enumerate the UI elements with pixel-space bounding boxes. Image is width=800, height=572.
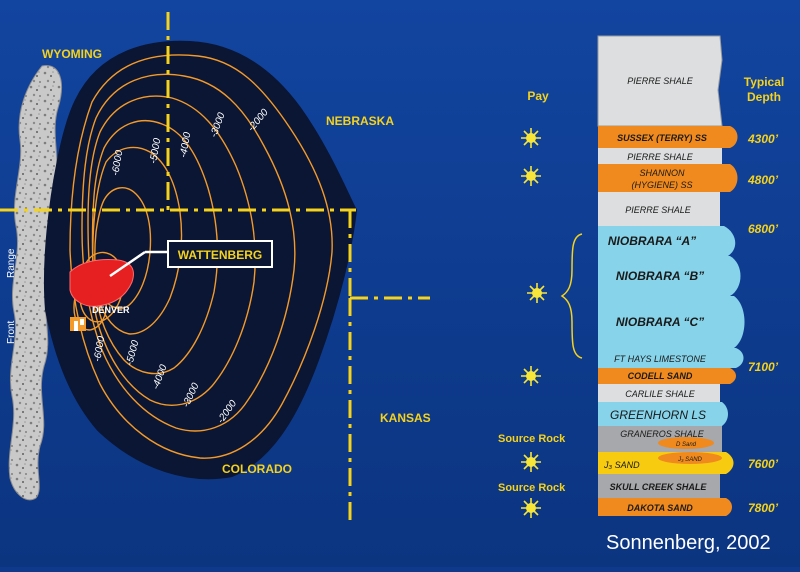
j-sand-lens-label: J₃ SAND bbox=[677, 457, 702, 463]
state-boundaries bbox=[0, 12, 430, 520]
unit-label: GREENHORN LS bbox=[610, 408, 706, 422]
pay-sun-icon bbox=[521, 452, 541, 472]
unit-sussex-sand bbox=[598, 126, 738, 148]
depth-label: 7100’ bbox=[748, 360, 779, 374]
wattenberg-label: WATTENBERG bbox=[178, 248, 262, 262]
unit-codell-sand bbox=[598, 368, 736, 384]
niobrara-bracket bbox=[560, 233, 583, 359]
unit-label: PIERRE SHALE bbox=[627, 152, 694, 162]
contour-6000 bbox=[92, 146, 183, 335]
pay-sun-icon bbox=[521, 128, 541, 148]
contour-label: -6000 bbox=[110, 149, 125, 177]
unit-label: CODELL SAND bbox=[628, 371, 693, 381]
pay-sun-icon bbox=[527, 283, 547, 303]
unit-niobrara-a bbox=[598, 226, 736, 256]
unit-label: FT HAYS LIMESTONE bbox=[614, 354, 707, 364]
pay-header: Pay bbox=[527, 89, 549, 103]
contour-4000 bbox=[87, 95, 256, 406]
pay-sun-icon bbox=[521, 498, 541, 518]
depth-label: 7800’ bbox=[748, 501, 779, 515]
denver-city-icon bbox=[70, 317, 86, 331]
unit-labels: PIERRE SHALE SUSSEX (TERRY) SS PIERRE SH… bbox=[603, 76, 707, 513]
unit-greenhorn-ls bbox=[598, 402, 728, 426]
unit-dakota-sand bbox=[598, 498, 732, 516]
d-sand-label: D Sand bbox=[676, 442, 697, 448]
contour-label: -4000 bbox=[178, 131, 193, 159]
contour-label: -6000 bbox=[92, 335, 107, 363]
citation: Sonnenberg, 2002 bbox=[606, 532, 771, 554]
depth-labels: 4300’ 4800’ 6800’ 7100’ 7600’ 7800’ bbox=[747, 132, 779, 515]
contour-7000 bbox=[94, 187, 152, 310]
pay-sun-icon bbox=[521, 366, 541, 386]
wyoming-label: WYOMING bbox=[42, 47, 102, 61]
unit-label: PIERRE SHALE bbox=[627, 76, 694, 86]
unit-pierre-shale bbox=[598, 192, 720, 226]
unit-skull-creek-shale bbox=[598, 474, 720, 498]
front-range-label: Front bbox=[6, 320, 17, 344]
source-rock-label: Source Rock bbox=[498, 482, 566, 494]
unit-pierre-shale bbox=[598, 148, 722, 164]
front-range-label: Range bbox=[6, 248, 17, 278]
depth-header: Depth bbox=[747, 90, 781, 104]
j-sand-lens bbox=[658, 452, 722, 464]
depth-label: 4800’ bbox=[747, 173, 779, 187]
unit-niobrara-b bbox=[598, 256, 741, 296]
denver-label: DENVER bbox=[92, 305, 130, 315]
unit-ft-hays-limestone bbox=[598, 348, 744, 368]
depth-label: 6800’ bbox=[748, 222, 779, 236]
unit-niobrara-c bbox=[598, 296, 745, 348]
unit-label: GRANEROS SHALE bbox=[620, 429, 705, 439]
unit-carlile-shale bbox=[598, 384, 720, 402]
d-sand-lens bbox=[658, 437, 714, 449]
unit-label: CARLILE SHALE bbox=[625, 389, 696, 399]
unit-label: SKULL CREEK SHALE bbox=[610, 482, 708, 492]
contour-label: -5000 bbox=[148, 137, 163, 165]
pay-sun-icon bbox=[521, 166, 541, 186]
wattenberg-label-box bbox=[167, 240, 273, 268]
unit-label: DAKOTA SAND bbox=[627, 503, 693, 513]
depth-label: 7600’ bbox=[748, 457, 779, 471]
unit-label: SHANNON bbox=[639, 168, 685, 178]
nebraska-label: NEBRASKA bbox=[326, 114, 394, 128]
unit-label: PIERRE SHALE bbox=[625, 205, 692, 215]
pay-markers bbox=[521, 128, 547, 518]
stratigraphic-column bbox=[597, 35, 745, 516]
unit-label: NIOBRARA “B” bbox=[616, 269, 704, 283]
unit-label: SUSSEX (TERRY) SS bbox=[617, 133, 707, 143]
unit-label: NIOBRARA “C” bbox=[616, 315, 704, 329]
unit-shannon-sand bbox=[598, 164, 738, 192]
unit-label: (HYGIENE) SS bbox=[631, 180, 692, 190]
unit-label: NIOBRARA “A” bbox=[608, 234, 696, 248]
source-rock-label: Source Rock bbox=[498, 433, 566, 445]
unit-label: J₃ SAND bbox=[603, 460, 640, 470]
kansas-label: KANSAS bbox=[380, 411, 431, 425]
colorado-label: COLORADO bbox=[222, 462, 292, 476]
depth-label: 4300’ bbox=[747, 132, 779, 146]
depth-header: Typical bbox=[744, 75, 784, 89]
wattenberg-leader-line bbox=[109, 250, 146, 278]
